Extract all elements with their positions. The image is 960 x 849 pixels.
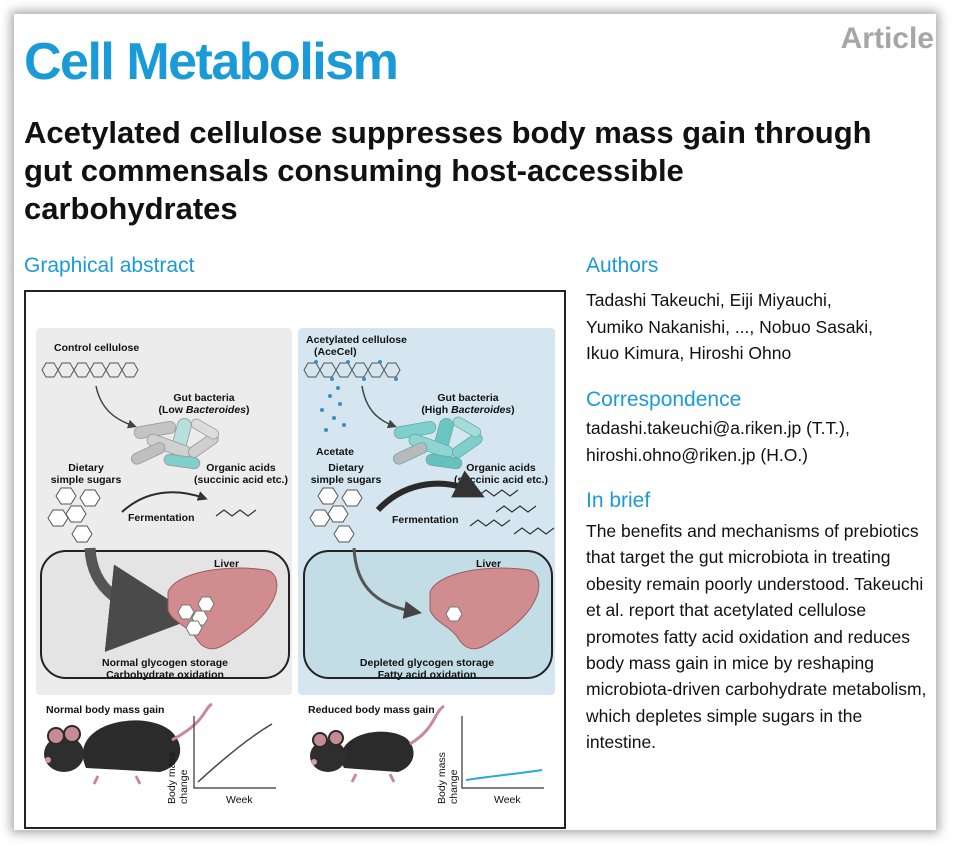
in-brief-text: The benefits and mechanisms of prebiotic… — [586, 521, 927, 753]
email-link[interactable]: tadashi.takeuchi@a.riken.jp (T.T.), — [586, 418, 850, 438]
bacteria-cluster-left — [130, 418, 220, 470]
fermentation-label-right: Fermentation — [392, 514, 459, 526]
graphical-abstract-heading: Graphical abstract — [24, 254, 195, 277]
article-page: Cell Metabolism Article Acetylated cellu… — [14, 14, 936, 830]
plot-xlabel-right: Week — [494, 794, 521, 806]
article-title: Acetylated cellulose suppresses body mas… — [24, 115, 872, 226]
authors-list: Tadashi Takeuchi, Eiji Miyauchi, Yumiko … — [586, 287, 873, 367]
acecel-outcome-label: Depleted glycogen storage Fatty acid oxi… — [359, 657, 495, 681]
normal-mass-gain-label: Normal body mass gain — [46, 704, 165, 716]
mouse-left — [44, 702, 213, 785]
plot-xlabel-left: Week — [226, 794, 253, 806]
acecel-label: Acetylated cellulose (AceCel) — [306, 334, 407, 358]
plot-axes-left — [193, 716, 276, 789]
graphical-abstract-figure: Control cellulose Gut bacteria (Low Bact… — [24, 290, 566, 829]
graphical-abstract-drawing — [41, 360, 555, 785]
organic-acid-molecules — [215, 489, 555, 535]
liver-label-left: Liver — [214, 558, 240, 570]
dietary-sugars-label-right: Dietary simple sugars — [310, 462, 382, 486]
normal-gain-curve — [197, 723, 273, 783]
email-link[interactable]: hiroshi.ohno@riken.jp (H.O.) — [586, 444, 809, 465]
in-brief-heading: In brief — [586, 489, 651, 512]
acetate-label: Acetate — [316, 446, 354, 458]
fermentation-label-left: Fermentation — [128, 512, 195, 524]
journal-title: Cell Metabolism — [24, 33, 399, 91]
glycogen-left — [177, 596, 215, 636]
sugar-hexagons-right — [309, 487, 363, 543]
glycogen-right — [445, 606, 463, 622]
sugar-hexagons-left — [47, 487, 101, 543]
correspondence-heading: Correspondence — [586, 388, 742, 411]
control-cellulose-label: Control cellulose — [54, 342, 140, 354]
reduced-gain-curve — [465, 769, 543, 781]
bacteria-cluster-right — [392, 416, 483, 470]
organic-acids-label-left: Organic acids (succinic acid etc.) — [194, 462, 288, 486]
authors-line: Ikuo Kimura, Hiroshi Ohno — [586, 343, 792, 363]
reduced-mass-gain-label: Reduced body mass gain — [308, 704, 435, 716]
liver-label-right: Liver — [476, 558, 502, 570]
authors-line: Yumiko Nakanishi, ..., Nobuo Sasaki, — [586, 316, 873, 337]
article-type-label: Article — [840, 22, 934, 55]
dietary-sugars-label-left: Dietary simple sugars — [50, 462, 122, 486]
mini-plots — [193, 716, 544, 789]
correspondence-list: tadashi.takeuchi@a.riken.jp (T.T.), hiro… — [586, 415, 850, 468]
cellulose-chain-left — [41, 362, 139, 378]
acetyl-groups — [314, 360, 398, 432]
control-outcome-label: Normal glycogen storage Carbohydrate oxi… — [101, 657, 229, 681]
plot-axes-right — [461, 716, 544, 789]
liver-right — [429, 567, 540, 650]
gut-bacteria-label-right: Gut bacteria (High Bacteroides) — [421, 392, 515, 416]
authors-line: Tadashi Takeuchi, Eiji Miyauchi, — [586, 290, 832, 310]
cellulose-chain-right — [303, 362, 401, 378]
gut-bacteria-label-left: Gut bacteria (Low Bacteroides) — [158, 392, 250, 416]
mouse-right — [310, 704, 445, 783]
authors-heading: Authors — [586, 254, 659, 277]
